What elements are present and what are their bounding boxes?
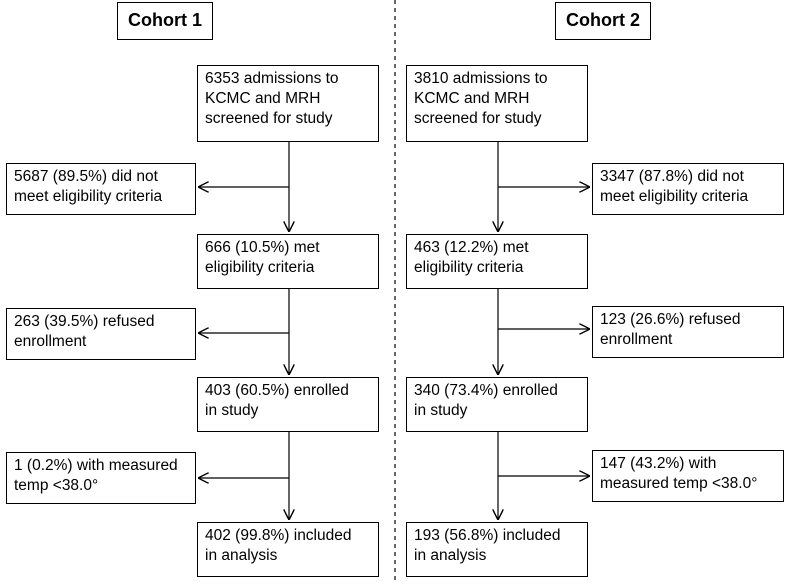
c1-excluded-temp-line-2: temp <38.0°: [14, 477, 99, 494]
c1-eligible-line-1: 666 (10.5%) met: [205, 239, 320, 256]
c2-not-eligible-box: 3347 (87.8%) did not meet eligibility cr…: [592, 163, 784, 215]
cohort2-header: Cohort 2: [555, 2, 651, 40]
c2-not-eligible-line-2: meet eligibility criteria: [600, 188, 749, 205]
c2-enrolled-line-2: in study: [414, 402, 468, 419]
c1-screened-line-1: 6353 admissions to: [205, 70, 339, 87]
c2-included-line-1: 193 (56.8%) included: [414, 527, 561, 544]
c2-excluded-temp-box: 147 (43.2%) with measured temp <38.0°: [592, 450, 784, 502]
c1-screened-box: 6353 admissions to KCMC and MRH screened…: [197, 65, 379, 142]
c2-eligible-line-2: eligibility criteria: [414, 259, 524, 276]
c2-enrolled-line-1: 340 (73.4%) enrolled: [414, 382, 558, 399]
c1-enrolled-box: 403 (60.5%) enrolled in study: [197, 377, 379, 432]
c2-included-line-2: in analysis: [414, 547, 487, 564]
c2-screened-line-1: 3810 admissions to: [414, 70, 548, 87]
c2-screened-line-3: screened for study: [414, 110, 542, 127]
c1-refused-box: 263 (39.5%) refused enrollment: [6, 308, 196, 360]
c2-screened-box: 3810 admissions to KCMC and MRH screened…: [406, 65, 588, 142]
c1-screened-line-2: KCMC and MRH: [205, 90, 321, 107]
c1-not-eligible-box: 5687 (89.5%) did not meet eligibility cr…: [6, 163, 196, 215]
c2-eligible-box: 463 (12.2%) met eligibility criteria: [406, 234, 588, 289]
c2-refused-box: 123 (26.6%) refused enrollment: [592, 306, 784, 358]
c2-refused-line-2: enrollment: [600, 331, 673, 348]
c1-eligible-line-2: eligibility criteria: [205, 259, 315, 276]
c1-included-line-2: in analysis: [205, 547, 278, 564]
c1-not-eligible-line-2: meet eligibility criteria: [14, 188, 163, 205]
c2-excluded-temp-line-1: 147 (43.2%) with: [600, 455, 717, 472]
c1-excluded-temp-box: 1 (0.2%) with measured temp <38.0°: [6, 452, 196, 504]
c1-refused-line-1: 263 (39.5%) refused: [14, 313, 155, 330]
c1-included-box: 402 (99.8%) included in analysis: [197, 522, 379, 577]
c1-refused-line-2: enrollment: [14, 333, 87, 350]
c2-eligible-line-1: 463 (12.2%) met: [414, 239, 529, 256]
c1-enrolled-line-2: in study: [205, 402, 259, 419]
c1-not-eligible-line-1: 5687 (89.5%) did not: [14, 168, 158, 185]
c1-eligible-box: 666 (10.5%) met eligibility criteria: [197, 234, 379, 289]
c1-included-line-1: 402 (99.8%) included: [205, 527, 352, 544]
c1-enrolled-line-1: 403 (60.5%) enrolled: [205, 382, 349, 399]
c1-screened-line-3: screened for study: [205, 110, 333, 127]
c2-refused-line-1: 123 (26.6%) refused: [600, 311, 741, 328]
c2-not-eligible-line-1: 3347 (87.8%) did not: [600, 168, 744, 185]
c1-excluded-temp-line-1: 1 (0.2%) with measured: [14, 457, 178, 474]
c2-excluded-temp-line-2: measured temp <38.0°: [600, 475, 758, 492]
c2-enrolled-box: 340 (73.4%) enrolled in study: [406, 377, 588, 432]
c2-included-box: 193 (56.8%) included in analysis: [406, 522, 588, 577]
cohort1-header: Cohort 1: [117, 2, 213, 40]
c2-screened-line-2: KCMC and MRH: [414, 90, 530, 107]
